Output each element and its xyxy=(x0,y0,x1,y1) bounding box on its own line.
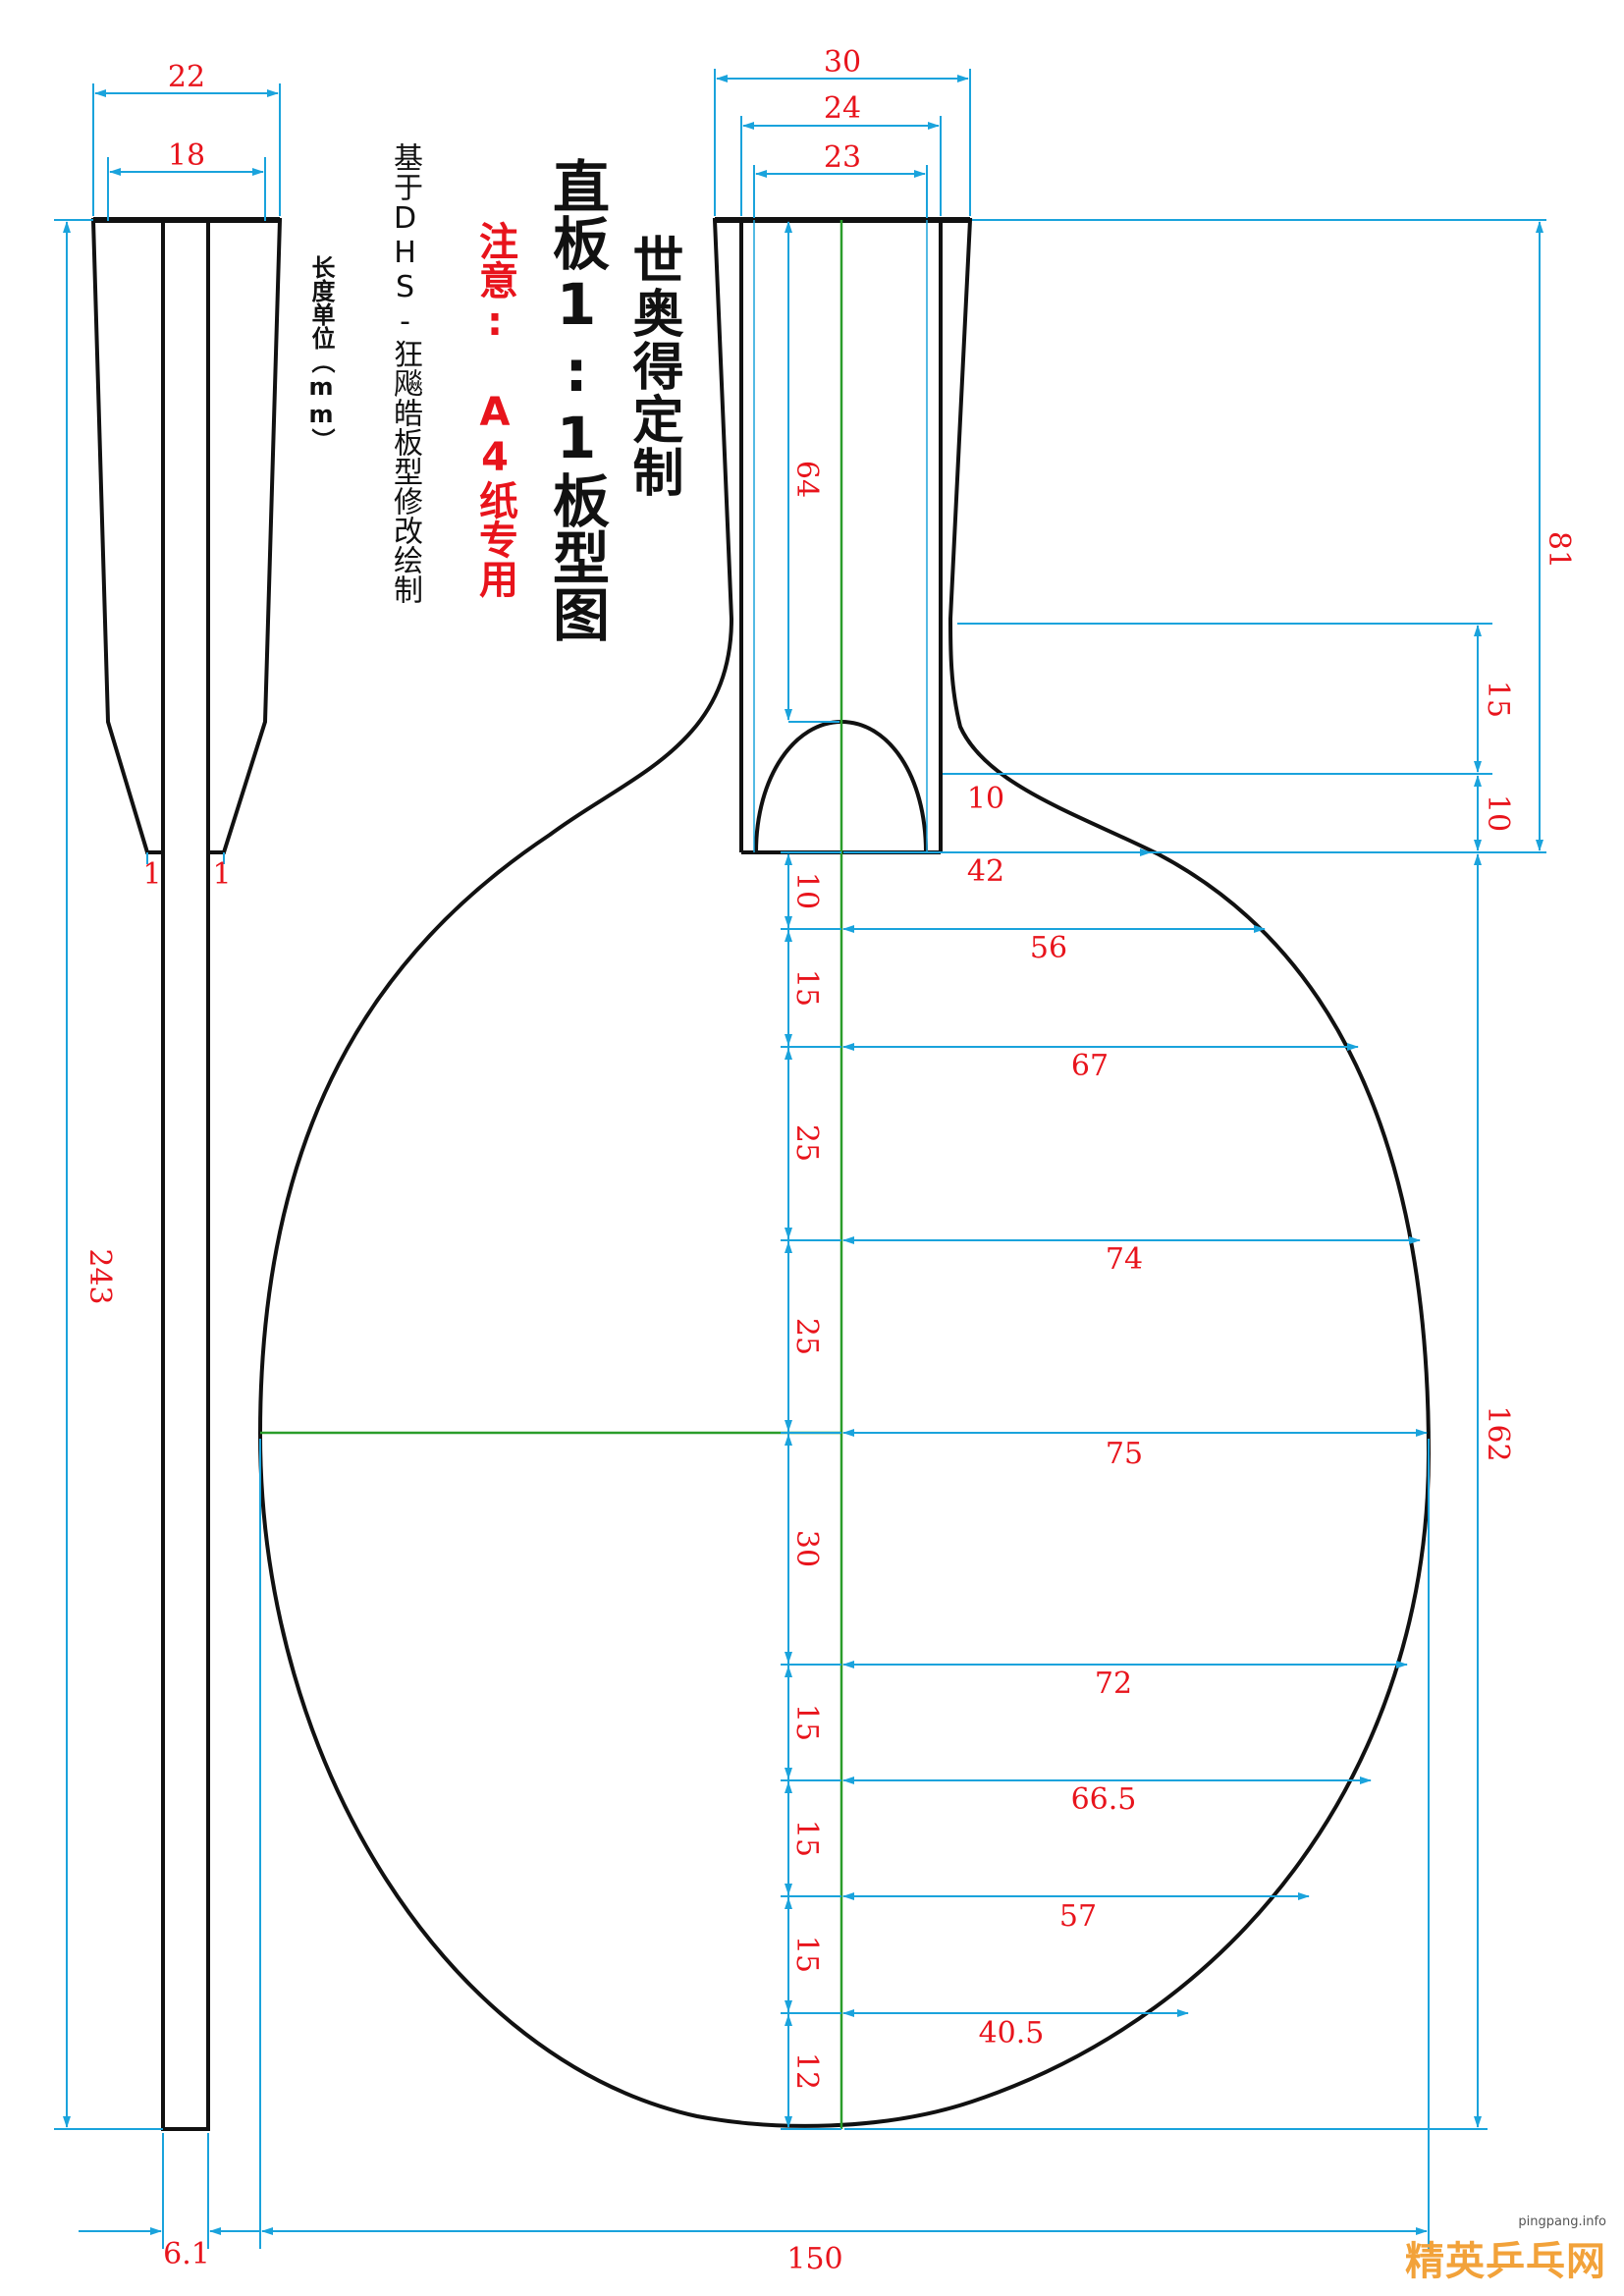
watermark-brand: 精英乒乓网 xyxy=(1405,2239,1606,2284)
seg-label-3: 25 xyxy=(789,1318,824,1355)
handle-dimensions xyxy=(714,69,1546,853)
label-30: 30 xyxy=(824,45,861,80)
label-10-neck-v: 10 xyxy=(1481,794,1515,832)
label-162: 162 xyxy=(1481,1405,1515,1461)
label-150: 150 xyxy=(786,2242,842,2276)
label-243: 243 xyxy=(82,1248,117,1304)
seg-label-8: 12 xyxy=(789,2052,824,2090)
watermark: pingpang.info 精英乒乓网 xyxy=(1405,2214,1606,2286)
blade-outline xyxy=(257,218,1432,2128)
title-unit: 长度单位（mm） xyxy=(307,255,335,452)
seg-label-7: 15 xyxy=(789,1936,824,1973)
dimension-labels: 22 18 243 1 1 6.1 30 24 23 64 81 15 10 1… xyxy=(82,45,1576,2276)
label-18: 18 xyxy=(168,138,205,173)
label-step-right: 1 xyxy=(212,857,231,892)
width-label-1: 56 xyxy=(1030,931,1067,965)
label-24: 24 xyxy=(824,91,861,126)
side-view-guides xyxy=(54,83,281,2249)
title-source: 基于DHS-狂飚皓板型修改绘制 xyxy=(388,142,422,604)
seg-label-2: 25 xyxy=(789,1124,824,1162)
handle-inner-lines xyxy=(753,220,928,852)
watermark-url: pingpang.info xyxy=(1518,2214,1606,2229)
label-23: 23 xyxy=(824,140,861,175)
seg-label-0: 10 xyxy=(789,872,824,909)
title-line2: 直板1:1板型图 xyxy=(543,157,610,642)
side-view-wedge xyxy=(90,218,283,2131)
width-label-0: 42 xyxy=(967,854,1004,889)
label-6-1: 6.1 xyxy=(163,2237,210,2271)
width-label-7: 57 xyxy=(1059,1899,1097,1934)
seg-label-6: 15 xyxy=(789,1820,824,1857)
seg-label-1: 15 xyxy=(789,969,824,1007)
label-22: 22 xyxy=(168,60,205,94)
center-lines xyxy=(260,220,843,2129)
width-label-4: 75 xyxy=(1106,1437,1143,1471)
label-64: 64 xyxy=(789,461,824,498)
label-15-neck: 15 xyxy=(1481,681,1515,718)
width-label-2: 67 xyxy=(1071,1049,1109,1083)
width-label-3: 74 xyxy=(1106,1242,1143,1277)
label-step-left: 1 xyxy=(142,857,161,892)
side-view-outline xyxy=(90,217,283,2131)
width-label-6: 66.5 xyxy=(1071,1782,1137,1817)
seg-label-4: 30 xyxy=(789,1530,824,1567)
width-label-5: 72 xyxy=(1095,1667,1132,1701)
blade-dimensions xyxy=(259,773,1488,2249)
label-10-neck-h: 10 xyxy=(967,782,1004,816)
label-81: 81 xyxy=(1542,531,1576,569)
width-label-8: 40.5 xyxy=(979,2016,1045,2050)
title-note: 注意: A4纸专用 xyxy=(472,221,517,598)
title-line1: 世奥得定制 xyxy=(623,234,682,499)
seg-label-5: 15 xyxy=(789,1704,824,1741)
